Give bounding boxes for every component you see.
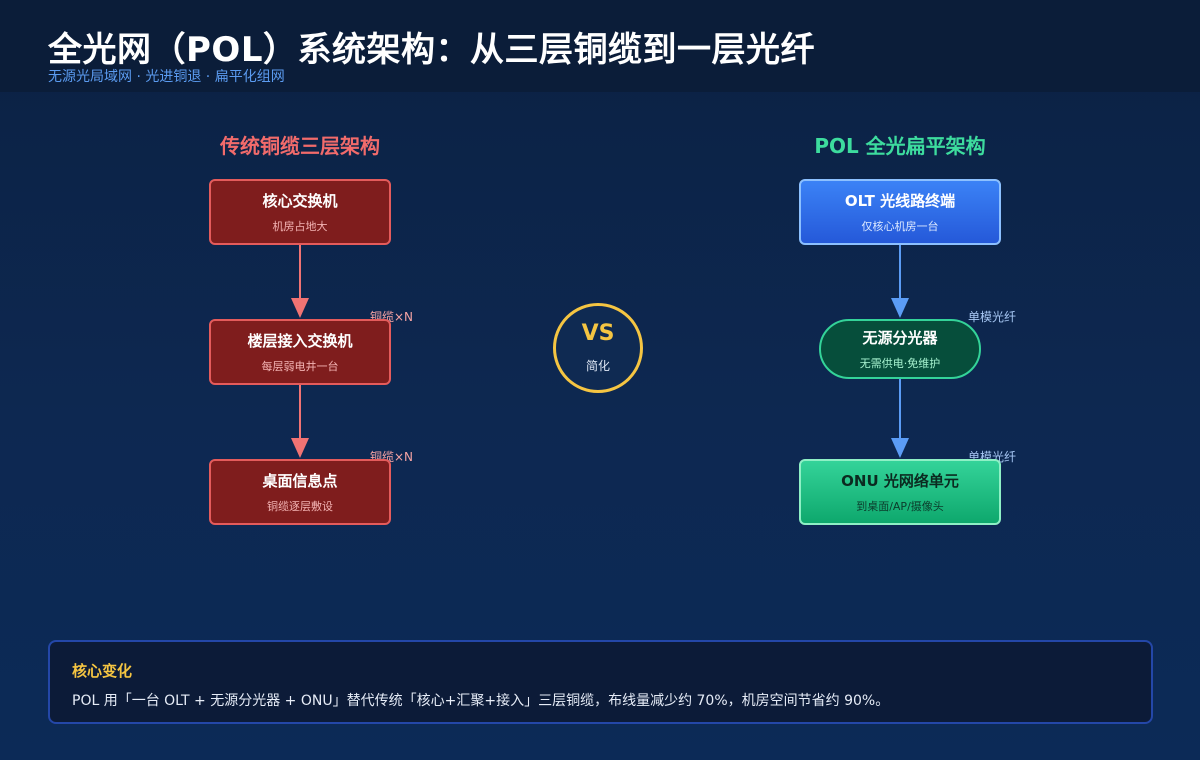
pol-architecture-title: POL 全光扁平架构 [814, 134, 986, 158]
node-subtitle: 到桌面/AP/摄像头 [856, 500, 944, 513]
page-subtitle: 无源光局域网 · 光进铜退 · 扁平化组网 [48, 69, 285, 85]
node-subtitle: 每层弱电井一台 [261, 360, 339, 373]
core-switch-node: 核心交换机 机房占地大 [209, 179, 391, 245]
passive-splitter-node: 无源分光器 无需供电·免维护 [819, 319, 981, 379]
header-bar: 全光网（POL）系统架构：从三层铜缆到一层光纤 无源光局域网 · 光进铜退 · … [0, 0, 1200, 92]
node-title: OLT 光线路终端 [844, 192, 956, 210]
node-subtitle: 机房占地大 [272, 220, 328, 233]
fiber-cable-label: 单模光纤 [968, 310, 1017, 324]
vs-sublabel: 简化 [585, 358, 610, 373]
copper-architecture-title: 传统铜缆三层架构 [220, 134, 380, 158]
summary-title: 核心变化 [72, 662, 133, 680]
vs-badge: VS 简化 [553, 303, 643, 393]
copper-arrowhead-1 [291, 298, 309, 318]
olt-node: OLT 光线路终端 仅核心机房一台 [799, 179, 1001, 245]
node-subtitle: 仅核心机房一台 [861, 220, 939, 233]
fiber-arrowhead-2 [891, 438, 909, 458]
copper-arrowhead-2 [291, 438, 309, 458]
page-title: 全光网（POL）系统架构：从三层铜缆到一层光纤 [48, 30, 815, 70]
summary-panel: 核心变化 POL 用「一台 OLT + 无源分光器 + ONU」替代传统「核心+… [48, 640, 1153, 724]
node-title: ONU 光网络单元 [841, 472, 959, 490]
summary-body: POL 用「一台 OLT + 无源分光器 + ONU」替代传统「核心+汇聚+接入… [72, 693, 890, 709]
node-title: 无源分光器 [862, 329, 938, 347]
node-title: 楼层接入交换机 [247, 332, 353, 350]
floor-access-switch-node: 楼层接入交换机 每层弱电井一台 [209, 319, 391, 385]
node-title: 核心交换机 [262, 192, 338, 210]
onu-node: ONU 光网络单元 到桌面/AP/摄像头 [799, 459, 1001, 525]
node-subtitle: 铜缆逐层敷设 [267, 500, 333, 513]
fiber-arrowhead-1 [891, 298, 909, 318]
vs-label: VS [581, 320, 615, 346]
desktop-outlet-node: 桌面信息点 铜缆逐层敷设 [209, 459, 391, 525]
node-subtitle: 无需供电·免维护 [859, 357, 941, 370]
node-title: 桌面信息点 [262, 472, 338, 490]
